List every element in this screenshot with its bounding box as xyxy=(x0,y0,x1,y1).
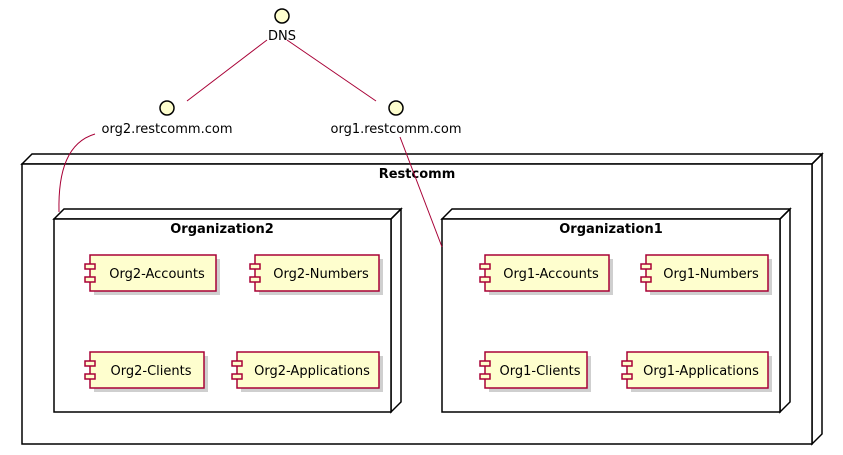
component-org1-clients: Org1-Clients xyxy=(479,351,591,392)
component-org2-accounts: Org2-Accounts xyxy=(84,254,220,295)
component-label: Org2-Clients xyxy=(111,364,192,379)
component-org1-applications: Org1-Applications xyxy=(621,351,772,392)
link-dns-to-org2-endpoint xyxy=(186,39,268,102)
component-org1-numbers: Org1-Numbers xyxy=(640,254,772,295)
org2-endpoint-label: org2.restcomm.com xyxy=(102,122,233,137)
link-org2-endpoint-to-organization2 xyxy=(58,133,96,213)
component-label: Org2-Accounts xyxy=(109,267,205,282)
component-org2-clients: Org2-Clients xyxy=(84,351,208,392)
org1-endpoint-label: org1.restcomm.com xyxy=(331,122,462,137)
link-org1-endpoint-to-organization1 xyxy=(399,136,443,248)
component-label: Org1-Accounts xyxy=(503,267,599,282)
organization1-node-title: Organization1 xyxy=(559,222,663,237)
dns-interface-label: DNS xyxy=(268,29,296,44)
dns-interface: DNS xyxy=(268,8,296,44)
component-org1-accounts: Org1-Accounts xyxy=(479,254,613,295)
org2-endpoint-circle xyxy=(159,100,175,116)
component-label: Org1-Numbers xyxy=(663,267,759,282)
component-label: Org1-Applications xyxy=(643,364,759,379)
organization2-node-title: Organization2 xyxy=(170,222,274,237)
component-label: Org2-Numbers xyxy=(273,267,369,282)
org2-endpoint-interface: org2.restcomm.com xyxy=(102,100,233,137)
org1-endpoint-interface: org1.restcomm.com xyxy=(331,100,462,137)
component-org2-applications: Org2-Applications xyxy=(231,351,383,392)
component-label: Org2-Applications xyxy=(254,364,370,379)
component-org2-numbers: Org2-Numbers xyxy=(249,254,383,295)
link-dns-to-org1-endpoint xyxy=(286,39,377,102)
dns-interface-circle xyxy=(274,8,290,24)
restcomm-node-title: Restcomm xyxy=(379,167,456,182)
component-label: Org1-Clients xyxy=(500,364,581,379)
org1-endpoint-circle xyxy=(388,100,404,116)
